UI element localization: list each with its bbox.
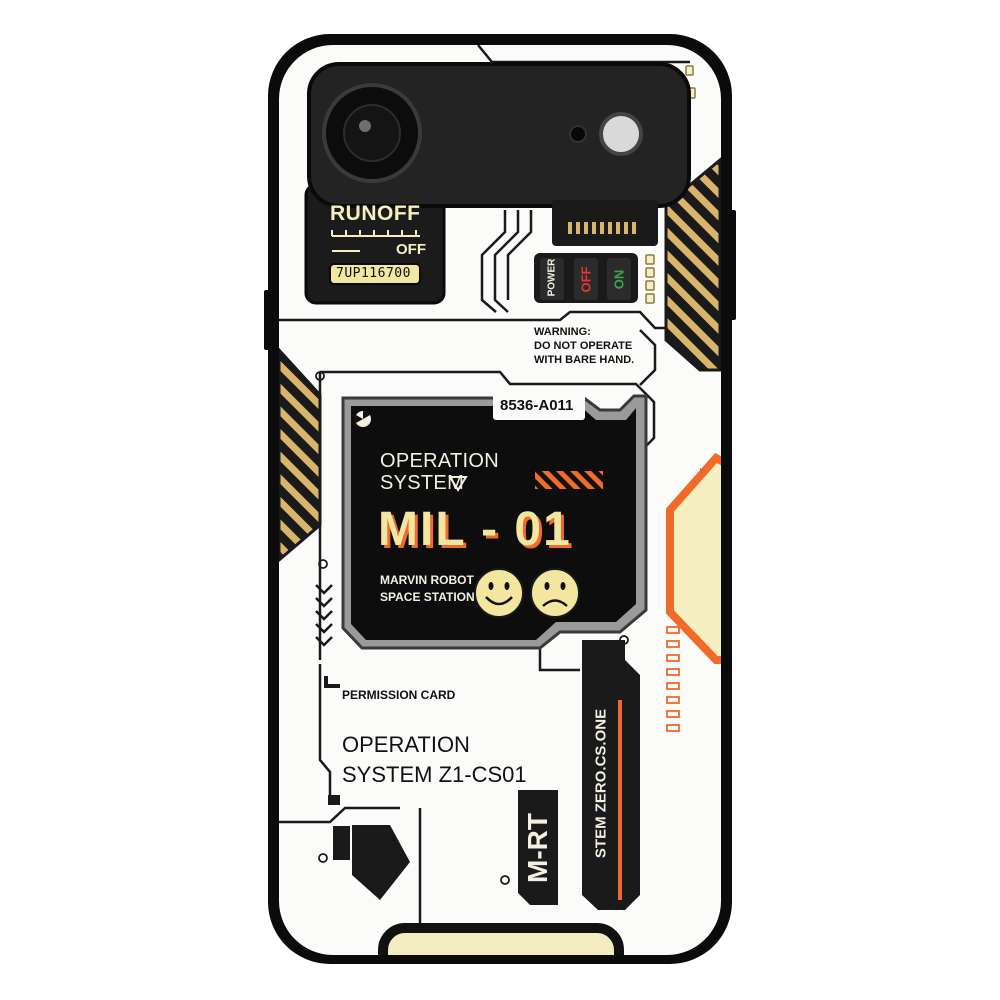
switch-off [574, 258, 598, 300]
runoff-code: 7UP116700 [336, 266, 411, 281]
permission-line-1: OPERATION [342, 732, 470, 757]
screen-sub-line-2: SPACE STATION [380, 590, 475, 604]
permission-line-2: SYSTEM Z1-CS01 [342, 762, 527, 787]
switch-label-power: POWER [546, 258, 558, 297]
hazard-stripes-left [279, 346, 322, 564]
runoff-state: OFF [396, 241, 426, 258]
mrt-tag-text: M-RT [522, 813, 553, 883]
mrt-tag [518, 790, 558, 905]
connector-pins [568, 222, 636, 234]
permission-label: PERMISSION CARD [342, 688, 456, 702]
serial-number: 8536-A011 [500, 397, 574, 414]
chevron-down-icon [315, 584, 333, 647]
case-button-right [730, 210, 736, 320]
screen-os-line-2: SYSTEM [380, 472, 465, 494]
switch-power [540, 258, 564, 300]
camera-lens-inner [343, 104, 401, 162]
model-name: MIL - 01 [378, 503, 572, 556]
vertical-tag-accent [618, 700, 622, 900]
lens-glare [359, 120, 371, 132]
triangle-icon [448, 476, 468, 492]
warning-line-3: WITH BARE HAND. [534, 354, 635, 366]
pad-square [328, 795, 340, 805]
screen-os-line-1: OPERATION [380, 450, 500, 472]
hazard-stripes-right [664, 156, 721, 372]
connector-block [552, 200, 658, 246]
switch-on [607, 258, 631, 300]
switch-label-off: OFF [578, 266, 594, 293]
serial-plate [493, 392, 585, 420]
runoff-gauge [331, 230, 420, 252]
bottom-slot [378, 923, 624, 955]
orange-hazard-bar [535, 471, 603, 489]
vertical-tag [582, 640, 640, 910]
warning-line-2: DO NOT OPERATE [534, 340, 633, 352]
screen-sub-line-1: MARVIN ROBOT [380, 573, 474, 587]
flash-icon [599, 112, 643, 156]
orange-hexagon [666, 452, 721, 664]
frown-icon [530, 568, 580, 618]
runoff-title: RUNOFF [330, 202, 421, 225]
case-button-left [264, 290, 270, 350]
bracket-shape-small [333, 826, 350, 860]
microphone-icon [569, 125, 587, 143]
orange-ladder [666, 626, 680, 732]
warning-line-1: WARNING: [534, 326, 591, 338]
runoff-code-display [329, 263, 421, 285]
switch-label-on: ON [611, 269, 627, 290]
smile-icon [474, 568, 524, 618]
vertical-tag-text: STEM ZERO.CS.ONE [592, 708, 610, 859]
bracket-shape-large [352, 825, 410, 900]
permission-corner [324, 676, 340, 688]
